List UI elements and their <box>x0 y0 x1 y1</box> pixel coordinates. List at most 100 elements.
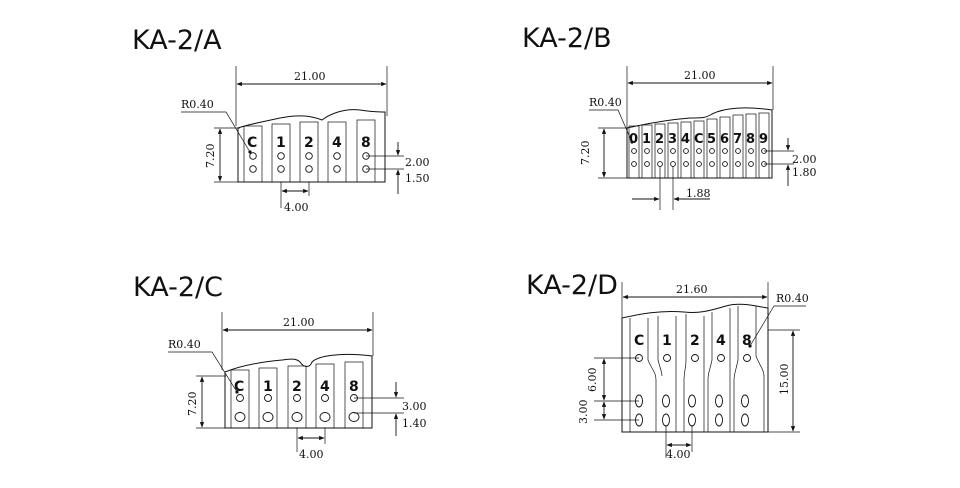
pin-label: 6 <box>720 132 729 147</box>
hole <box>657 161 663 167</box>
hole <box>715 413 723 427</box>
pitch-dimension-label: 4.00 <box>299 448 324 461</box>
hole-dimension-label: 1.40 <box>402 417 427 430</box>
pin-label: 7 <box>733 132 742 147</box>
pin-label: 8 <box>349 379 359 395</box>
panel-ka-2-a: KA-2/A 21.00 C 1 2 4 8 <box>132 25 430 214</box>
pin-slot <box>745 113 757 179</box>
gap-dimension-label: 2.00 <box>405 156 430 169</box>
hole <box>277 165 285 173</box>
hole <box>683 161 689 167</box>
pin-labels: C 1 2 4 8 <box>634 333 752 349</box>
pin-label: 8 <box>361 135 371 151</box>
pin-holes <box>234 394 360 422</box>
pin-label: 2 <box>292 379 302 395</box>
hole <box>249 165 257 173</box>
hole <box>688 413 696 427</box>
leader-dot <box>630 140 634 144</box>
hole <box>670 148 676 154</box>
hole <box>688 394 696 408</box>
pin-slot <box>693 120 705 179</box>
pin-slot <box>327 121 347 183</box>
hole <box>262 412 274 422</box>
hole <box>333 165 341 173</box>
pin-slot <box>707 308 731 432</box>
pin-label: 4 <box>681 132 690 147</box>
pin-slots <box>243 119 376 183</box>
pin-label: 2 <box>690 333 700 349</box>
radius-leader <box>168 351 238 393</box>
hole <box>657 148 663 154</box>
pin-label: 1 <box>662 333 672 349</box>
height-dimension-label: 7.20 <box>579 141 592 166</box>
lower-dimension-label: 3.00 <box>577 400 590 425</box>
hole <box>277 152 285 160</box>
hole-dimension-label: 1.50 <box>405 172 430 185</box>
pin-slot <box>733 306 765 432</box>
panel-c-title: KA-2/C <box>133 272 223 303</box>
pin-slot <box>356 119 376 183</box>
radius-label: R0.40 <box>168 338 201 351</box>
hole <box>741 413 749 427</box>
pin-label: 1 <box>642 132 651 147</box>
pin-label: 1 <box>276 135 286 151</box>
gap-dimension-label: 3.00 <box>402 400 427 413</box>
pin-label: 4 <box>716 333 726 349</box>
radius-label: R0.40 <box>589 96 622 109</box>
pin-label: C <box>694 132 704 147</box>
pin-labels: 0 1 2 3 4 C 5 6 7 8 9 <box>629 132 768 147</box>
hole <box>683 148 689 154</box>
pin-slot <box>732 114 744 179</box>
pin-label: 8 <box>742 333 752 349</box>
pin-label: 8 <box>746 132 755 147</box>
panel-b-title: KA-2/B <box>522 23 612 54</box>
pin-label: 5 <box>707 132 716 147</box>
hole <box>709 161 715 167</box>
pitch-dimension-label: 4.00 <box>666 448 691 461</box>
upper-dimension-label: 6.00 <box>586 368 599 393</box>
pin-labels: C 1 2 4 8 <box>247 135 371 151</box>
component-body <box>626 107 773 179</box>
radius-leader <box>181 111 251 153</box>
panel-ka-2-c: KA-2/C 21.00 C 1 2 4 8 <box>133 272 427 461</box>
radius-leader <box>589 109 633 143</box>
hole-dimension-label: 1.80 <box>792 166 817 179</box>
hole <box>735 161 741 167</box>
pin-label: 4 <box>332 135 342 151</box>
hole <box>305 165 313 173</box>
hole <box>722 161 728 167</box>
panel-ka-2-b: KA-2/B 21.00 0 1 2 3 4 C 5 6 <box>522 23 817 210</box>
pin-slot <box>344 361 364 429</box>
pin-label: C <box>234 379 244 395</box>
panel-a-title: KA-2/A <box>132 25 222 56</box>
hole <box>249 152 257 160</box>
pin-slot <box>657 316 677 432</box>
pin-label: 0 <box>629 132 638 147</box>
height-dimension-label: 7.20 <box>186 392 199 417</box>
hole <box>236 394 244 402</box>
hole <box>663 354 671 362</box>
radius-label: R0.40 <box>776 292 809 305</box>
hole <box>291 412 303 422</box>
hole <box>631 161 637 167</box>
hole <box>644 161 650 167</box>
hole <box>748 161 754 167</box>
pin-slot <box>641 124 653 179</box>
panel-ka-2-d: KA-2/D 21.60 C 1 2 4 8 <box>526 270 809 461</box>
component-body <box>224 353 373 429</box>
pitch-dimension-label: 1.88 <box>686 187 711 200</box>
gap-dimension-label: 2.00 <box>792 153 817 166</box>
pin-slot <box>258 367 278 429</box>
pitch-dimension-label: 4.00 <box>284 201 309 214</box>
leader-dot <box>248 150 252 154</box>
pin-labels: C 1 2 4 8 <box>234 379 359 395</box>
hole <box>348 412 360 422</box>
width-dimension-label: 21.00 <box>283 316 315 329</box>
pin-label: 4 <box>320 379 330 395</box>
pin-slots <box>629 306 765 432</box>
pin-holes <box>249 152 370 173</box>
hole <box>321 394 329 402</box>
hole <box>715 394 723 408</box>
hole <box>691 354 699 362</box>
height-dimension-label: 15.00 <box>778 364 791 396</box>
